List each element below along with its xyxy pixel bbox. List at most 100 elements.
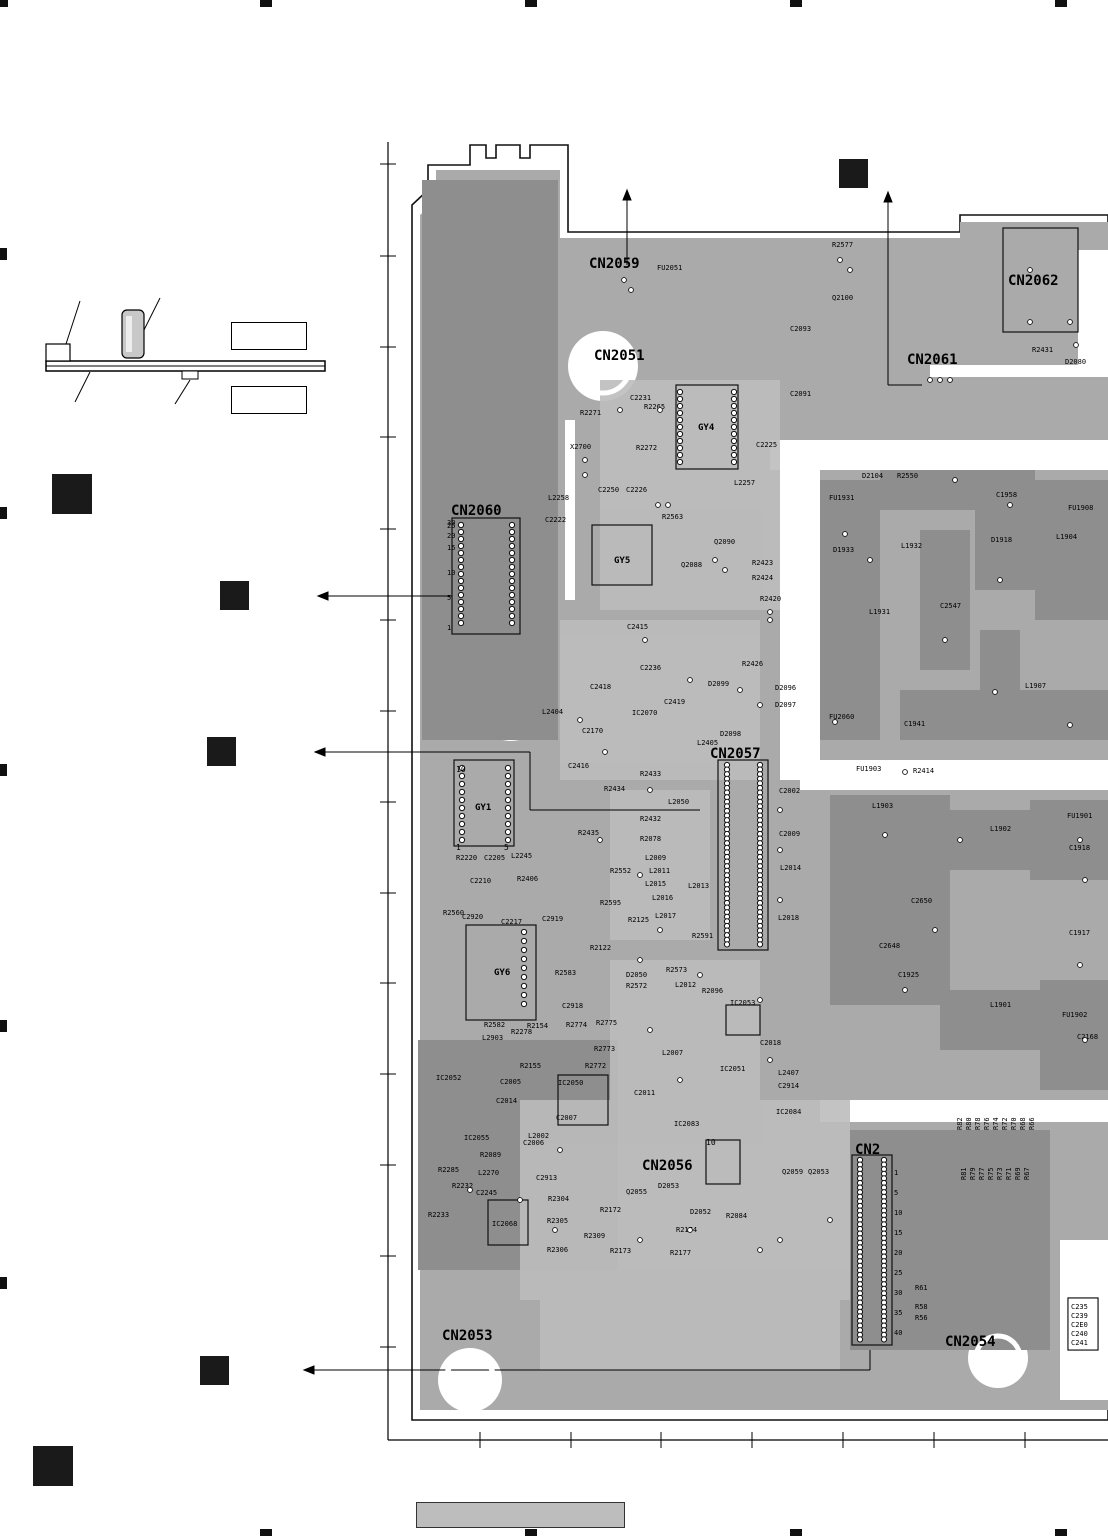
pin-pad xyxy=(730,388,738,396)
pin-pad xyxy=(457,591,465,599)
via-pad xyxy=(902,987,908,993)
component-label-r2096: R2096 xyxy=(702,987,723,995)
component-label-c2170: C2170 xyxy=(582,727,603,735)
pin-pad xyxy=(457,619,465,627)
component-label-c1925: C1925 xyxy=(898,971,919,979)
component-label-c2222: C2222 xyxy=(545,516,566,524)
pin-pad xyxy=(458,764,466,772)
component-label-l2011: L2011 xyxy=(649,867,670,875)
component-label-r2591: R2591 xyxy=(692,932,713,940)
cn2-pin-label: 30 xyxy=(894,1289,902,1297)
resistor-column-label: R76 xyxy=(983,1117,991,1130)
component-label-r2550: R2550 xyxy=(897,472,918,480)
component-label-q2100: Q2100 xyxy=(832,294,853,302)
pin-pad xyxy=(676,395,684,403)
component-label-d2097: D2097 xyxy=(775,701,796,709)
via-pad xyxy=(1027,319,1033,325)
via-pad xyxy=(621,277,627,283)
pin-pad xyxy=(504,764,512,772)
via-pad xyxy=(757,702,763,708)
component-label-r2285: R2285 xyxy=(438,1166,459,1174)
pin-pad xyxy=(508,570,516,578)
component-label-l2014: L2014 xyxy=(780,864,801,872)
component-label-l1902: L1902 xyxy=(990,825,1011,833)
component-label-r2423: R2423 xyxy=(752,559,773,567)
component-label-r2084: R2084 xyxy=(726,1212,747,1220)
component-label-l1932: L1932 xyxy=(901,542,922,550)
component-label-r2089: R2089 xyxy=(480,1151,501,1159)
pin-pad xyxy=(504,788,512,796)
component-label-c2011: C2011 xyxy=(634,1089,655,1097)
component-label-r2414: R2414 xyxy=(913,767,934,775)
pin-pad xyxy=(520,937,528,945)
component-label-l2404: L2404 xyxy=(542,708,563,716)
pin-pad xyxy=(458,828,466,836)
via-pad xyxy=(947,377,953,383)
module-labels: GY4 GY5 GY1 GY6 xyxy=(475,423,715,978)
pin-pad xyxy=(457,577,465,585)
label-gy6: GY6 xyxy=(494,968,510,978)
component-label-c2914: C2914 xyxy=(778,1082,799,1090)
index-square xyxy=(220,581,249,610)
pin-pad xyxy=(508,542,516,550)
pin-pad xyxy=(457,598,465,606)
pin-pad xyxy=(520,982,528,990)
via-pad xyxy=(867,557,873,563)
pin-pad xyxy=(508,612,516,620)
component-label-c2002: C2002 xyxy=(779,787,800,795)
via-pad xyxy=(687,677,693,683)
component-label-c2919: C2919 xyxy=(542,915,563,923)
side-box xyxy=(1067,1297,1099,1351)
via-pad xyxy=(602,749,608,755)
component-label-c1941: C1941 xyxy=(904,720,925,728)
pin-pad xyxy=(508,584,516,592)
component-label-l1907: L1907 xyxy=(1025,682,1046,690)
pin-pad xyxy=(457,612,465,620)
component-label-r2271: R2271 xyxy=(580,409,601,417)
resistor-column-label: R71 xyxy=(1005,1167,1013,1180)
via-pad xyxy=(597,837,603,843)
component-label-r2154: R2154 xyxy=(527,1022,548,1030)
cn2-pin-label: 20 xyxy=(894,1249,902,1257)
registration-mark-bottom xyxy=(1055,1529,1067,1536)
component-label-q2088: Q2088 xyxy=(681,561,702,569)
component-label-r2174: R2174 xyxy=(676,1226,697,1234)
ic-label-ic2055: IC2055 xyxy=(464,1134,489,1142)
component-label-c1917: C1917 xyxy=(1069,929,1090,937)
via-pad xyxy=(647,1027,653,1033)
component-label-q2090: Q2090 xyxy=(714,538,735,546)
resistor-column-label: R67 xyxy=(1023,1167,1031,1180)
label-cn2061: CN2061 xyxy=(907,352,958,368)
legend-label-box xyxy=(231,386,307,414)
ic-label-ic2068: IC2068 xyxy=(492,1220,517,1228)
resistor-column-label: R70 xyxy=(1010,1117,1018,1130)
pin-pad xyxy=(504,796,512,804)
pin-pad xyxy=(676,458,684,466)
label-cn2051: CN2051 xyxy=(594,348,645,364)
via-pad xyxy=(1007,502,1013,508)
component-label-c2091: C2091 xyxy=(790,390,811,398)
pin-pad xyxy=(676,409,684,417)
pin-pad xyxy=(508,549,516,557)
component-label-r2426: R2426 xyxy=(742,660,763,668)
component-label-fu1903: FU1903 xyxy=(856,765,881,773)
component-label-c2419: C2419 xyxy=(664,698,685,706)
label-cn2: CN2 xyxy=(855,1142,880,1158)
pin-pad xyxy=(730,430,738,438)
component-label-r2406: R2406 xyxy=(517,875,538,883)
component-label-c2014: C2014 xyxy=(496,1097,517,1105)
cn2060-pin-label: 30 xyxy=(447,519,455,527)
component-label-r2431: R2431 xyxy=(1032,346,1053,354)
component-label-fu1908: FU1908 xyxy=(1068,504,1093,512)
gy1-pin-10: 10 xyxy=(456,765,466,774)
component-label-r2774: R2774 xyxy=(566,1021,587,1029)
pin-pad xyxy=(508,591,516,599)
component-label-c2005: C2005 xyxy=(500,1078,521,1086)
component-label-c2006: C2006 xyxy=(523,1139,544,1147)
resistor-column-label: R66 xyxy=(1028,1117,1036,1130)
component-label-c1918: C1918 xyxy=(1069,844,1090,852)
component-label-r2173: R2173 xyxy=(610,1247,631,1255)
resistor-column-label: R82 xyxy=(956,1117,964,1130)
component-label-d1918: D1918 xyxy=(991,536,1012,544)
